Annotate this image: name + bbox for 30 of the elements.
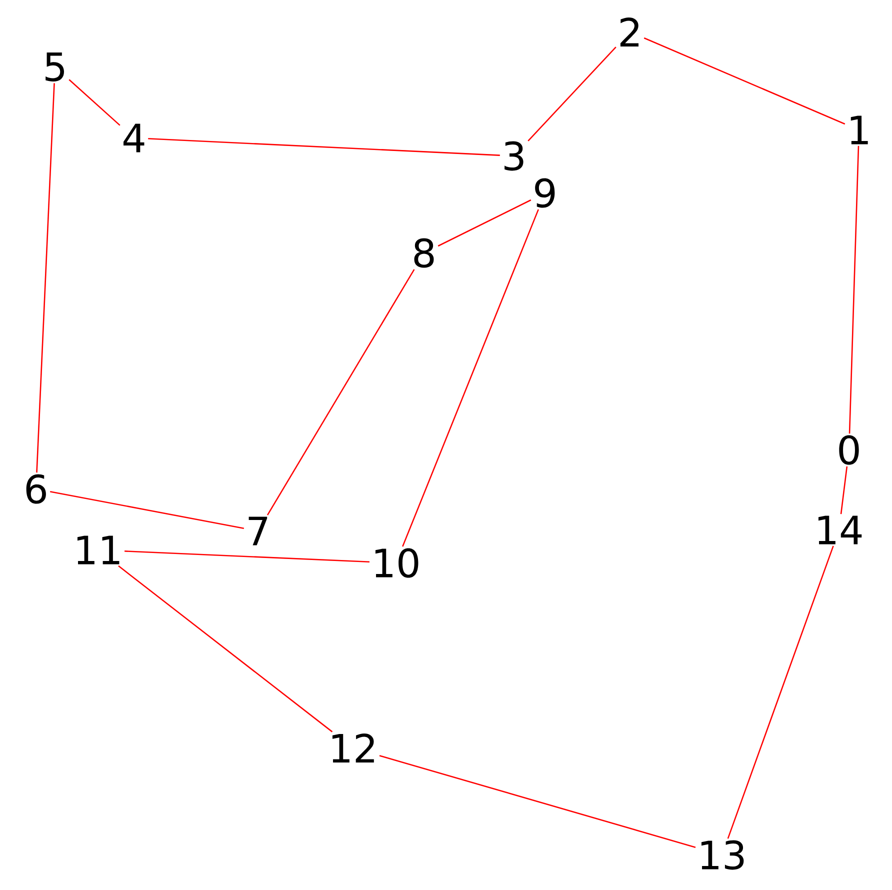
number-label: 10 <box>375 548 418 578</box>
number-label: 12 <box>332 734 374 762</box>
connector-line <box>528 46 616 142</box>
number-label: 5 <box>46 52 64 82</box>
number-label: 8 <box>414 238 434 268</box>
connector-line <box>402 209 539 547</box>
connector-line <box>644 37 846 125</box>
connector-line <box>124 550 370 562</box>
number-label: 11 <box>77 536 120 564</box>
connector-line <box>148 138 500 156</box>
number-label: 14 <box>818 516 862 544</box>
number-label: 9 <box>535 178 555 208</box>
connector-line <box>68 79 120 126</box>
connector-line <box>36 83 55 473</box>
connector-line <box>266 269 415 516</box>
connector-line <box>727 546 834 839</box>
number-label: 2 <box>620 18 638 46</box>
connector-line <box>438 199 532 247</box>
number-label: 0 <box>839 435 859 465</box>
connector-line <box>379 755 696 848</box>
number-label: 4 <box>124 124 144 152</box>
number-label: 6 <box>26 474 46 504</box>
connector-line <box>118 565 333 732</box>
number-label: 3 <box>504 141 524 171</box>
number-label: 1 <box>850 116 868 144</box>
number-label: 7 <box>248 516 268 546</box>
number-label: 13 <box>701 840 744 870</box>
connector-line <box>848 146 860 434</box>
connector-line <box>50 491 244 529</box>
connector-line <box>840 466 848 514</box>
